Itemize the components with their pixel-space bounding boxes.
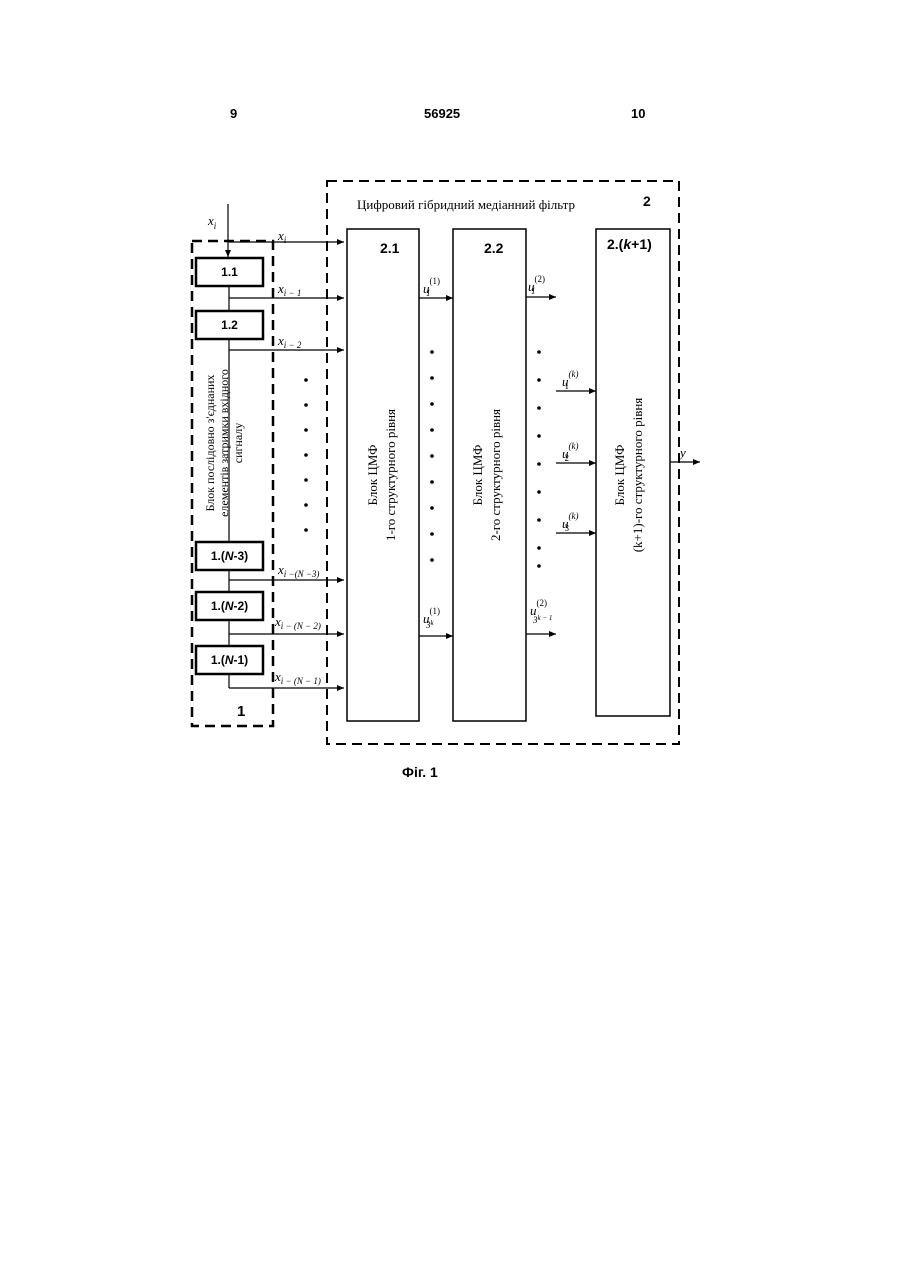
figure-caption: Фіг. 1	[402, 764, 438, 780]
svg-text:1.(N-3): 1.(N-3)	[211, 549, 248, 563]
ellipsis-dots-inputs	[304, 378, 308, 532]
label-u32k: u(2)3k − 1	[530, 598, 552, 625]
svg-text:1-го структурного рівня: 1-го структурного рівня	[383, 409, 398, 541]
svg-text:Блок ЦМФ: Блок ЦМФ	[365, 445, 380, 506]
ellipsis-dots-stage2	[537, 350, 541, 568]
filter-number: 2	[643, 193, 651, 209]
label-xi-2: xi − 2	[277, 333, 302, 350]
svg-text:1.2: 1.2	[221, 318, 238, 332]
delay-1-n-3: 1.(N-3)	[196, 542, 263, 570]
svg-text:2.(k+1): 2.(k+1)	[607, 236, 652, 252]
label-uk3: u(k)3	[562, 511, 579, 533]
svg-text:1.(N-1): 1.(N-1)	[211, 653, 248, 667]
input-label: xi	[207, 213, 217, 231]
svg-text:Блок послідовно з'єднаних: Блок послідовно з'єднаних	[203, 375, 217, 512]
label-uk1: u(k)1	[562, 369, 579, 391]
label-uk2: u(k)2	[562, 441, 579, 463]
stage-2-2: 2.2 Блок ЦМФ 2-го структурного рівня	[453, 229, 526, 721]
label-xi-n2: xi − (N − 2)	[274, 614, 321, 631]
svg-text:2-го структурного рівня: 2-го структурного рівня	[488, 409, 503, 541]
label-u31k: u(1)3k	[423, 606, 440, 630]
svg-text:1.1: 1.1	[221, 265, 238, 279]
delay-1-n-1: 1.(N-1)	[196, 646, 263, 674]
delay-1-1: 1.1	[196, 258, 263, 286]
block1-number: 1	[237, 703, 245, 720]
filter-title: Цифровий гібридний медіанний фільтр	[357, 197, 575, 212]
label-xi-n1: xi − (N − 1)	[274, 669, 321, 686]
label-output-y: y	[678, 445, 686, 460]
svg-text:(k+1)-го структурного рівня: (k+1)-го структурного рівня	[630, 398, 645, 553]
block1-title: Блок послідовно з'єднаних елементів затр…	[203, 369, 245, 517]
svg-text:2.1: 2.1	[380, 240, 400, 256]
label-xi: xi	[277, 228, 287, 245]
svg-text:елементів затримки вхідного: елементів затримки вхідного	[217, 369, 231, 517]
svg-text:2.2: 2.2	[484, 240, 504, 256]
label-xi-n3: xi −(N −3)	[277, 562, 319, 579]
svg-text:сигналу: сигналу	[231, 423, 245, 464]
stage-2-1: 2.1 Блок ЦМФ 1-го структурного рівня	[347, 229, 419, 721]
svg-text:1.(N-2): 1.(N-2)	[211, 599, 248, 613]
delay-1-n-2: 1.(N-2)	[196, 592, 263, 620]
label-xi-1: xi − 1	[277, 281, 301, 298]
label-u11: u(1)1	[423, 276, 440, 298]
label-u12: u(2)1	[528, 274, 545, 296]
svg-text:Блок ЦМФ: Блок ЦМФ	[470, 445, 485, 506]
ellipsis-dots-stage1	[430, 350, 434, 562]
delay-1-2: 1.2	[196, 311, 263, 339]
svg-text:Блок ЦМФ: Блок ЦМФ	[612, 445, 627, 506]
stage-2-k-plus-1: 2.(k+1) Блок ЦМФ (k+1)-го структурного р…	[596, 229, 670, 716]
